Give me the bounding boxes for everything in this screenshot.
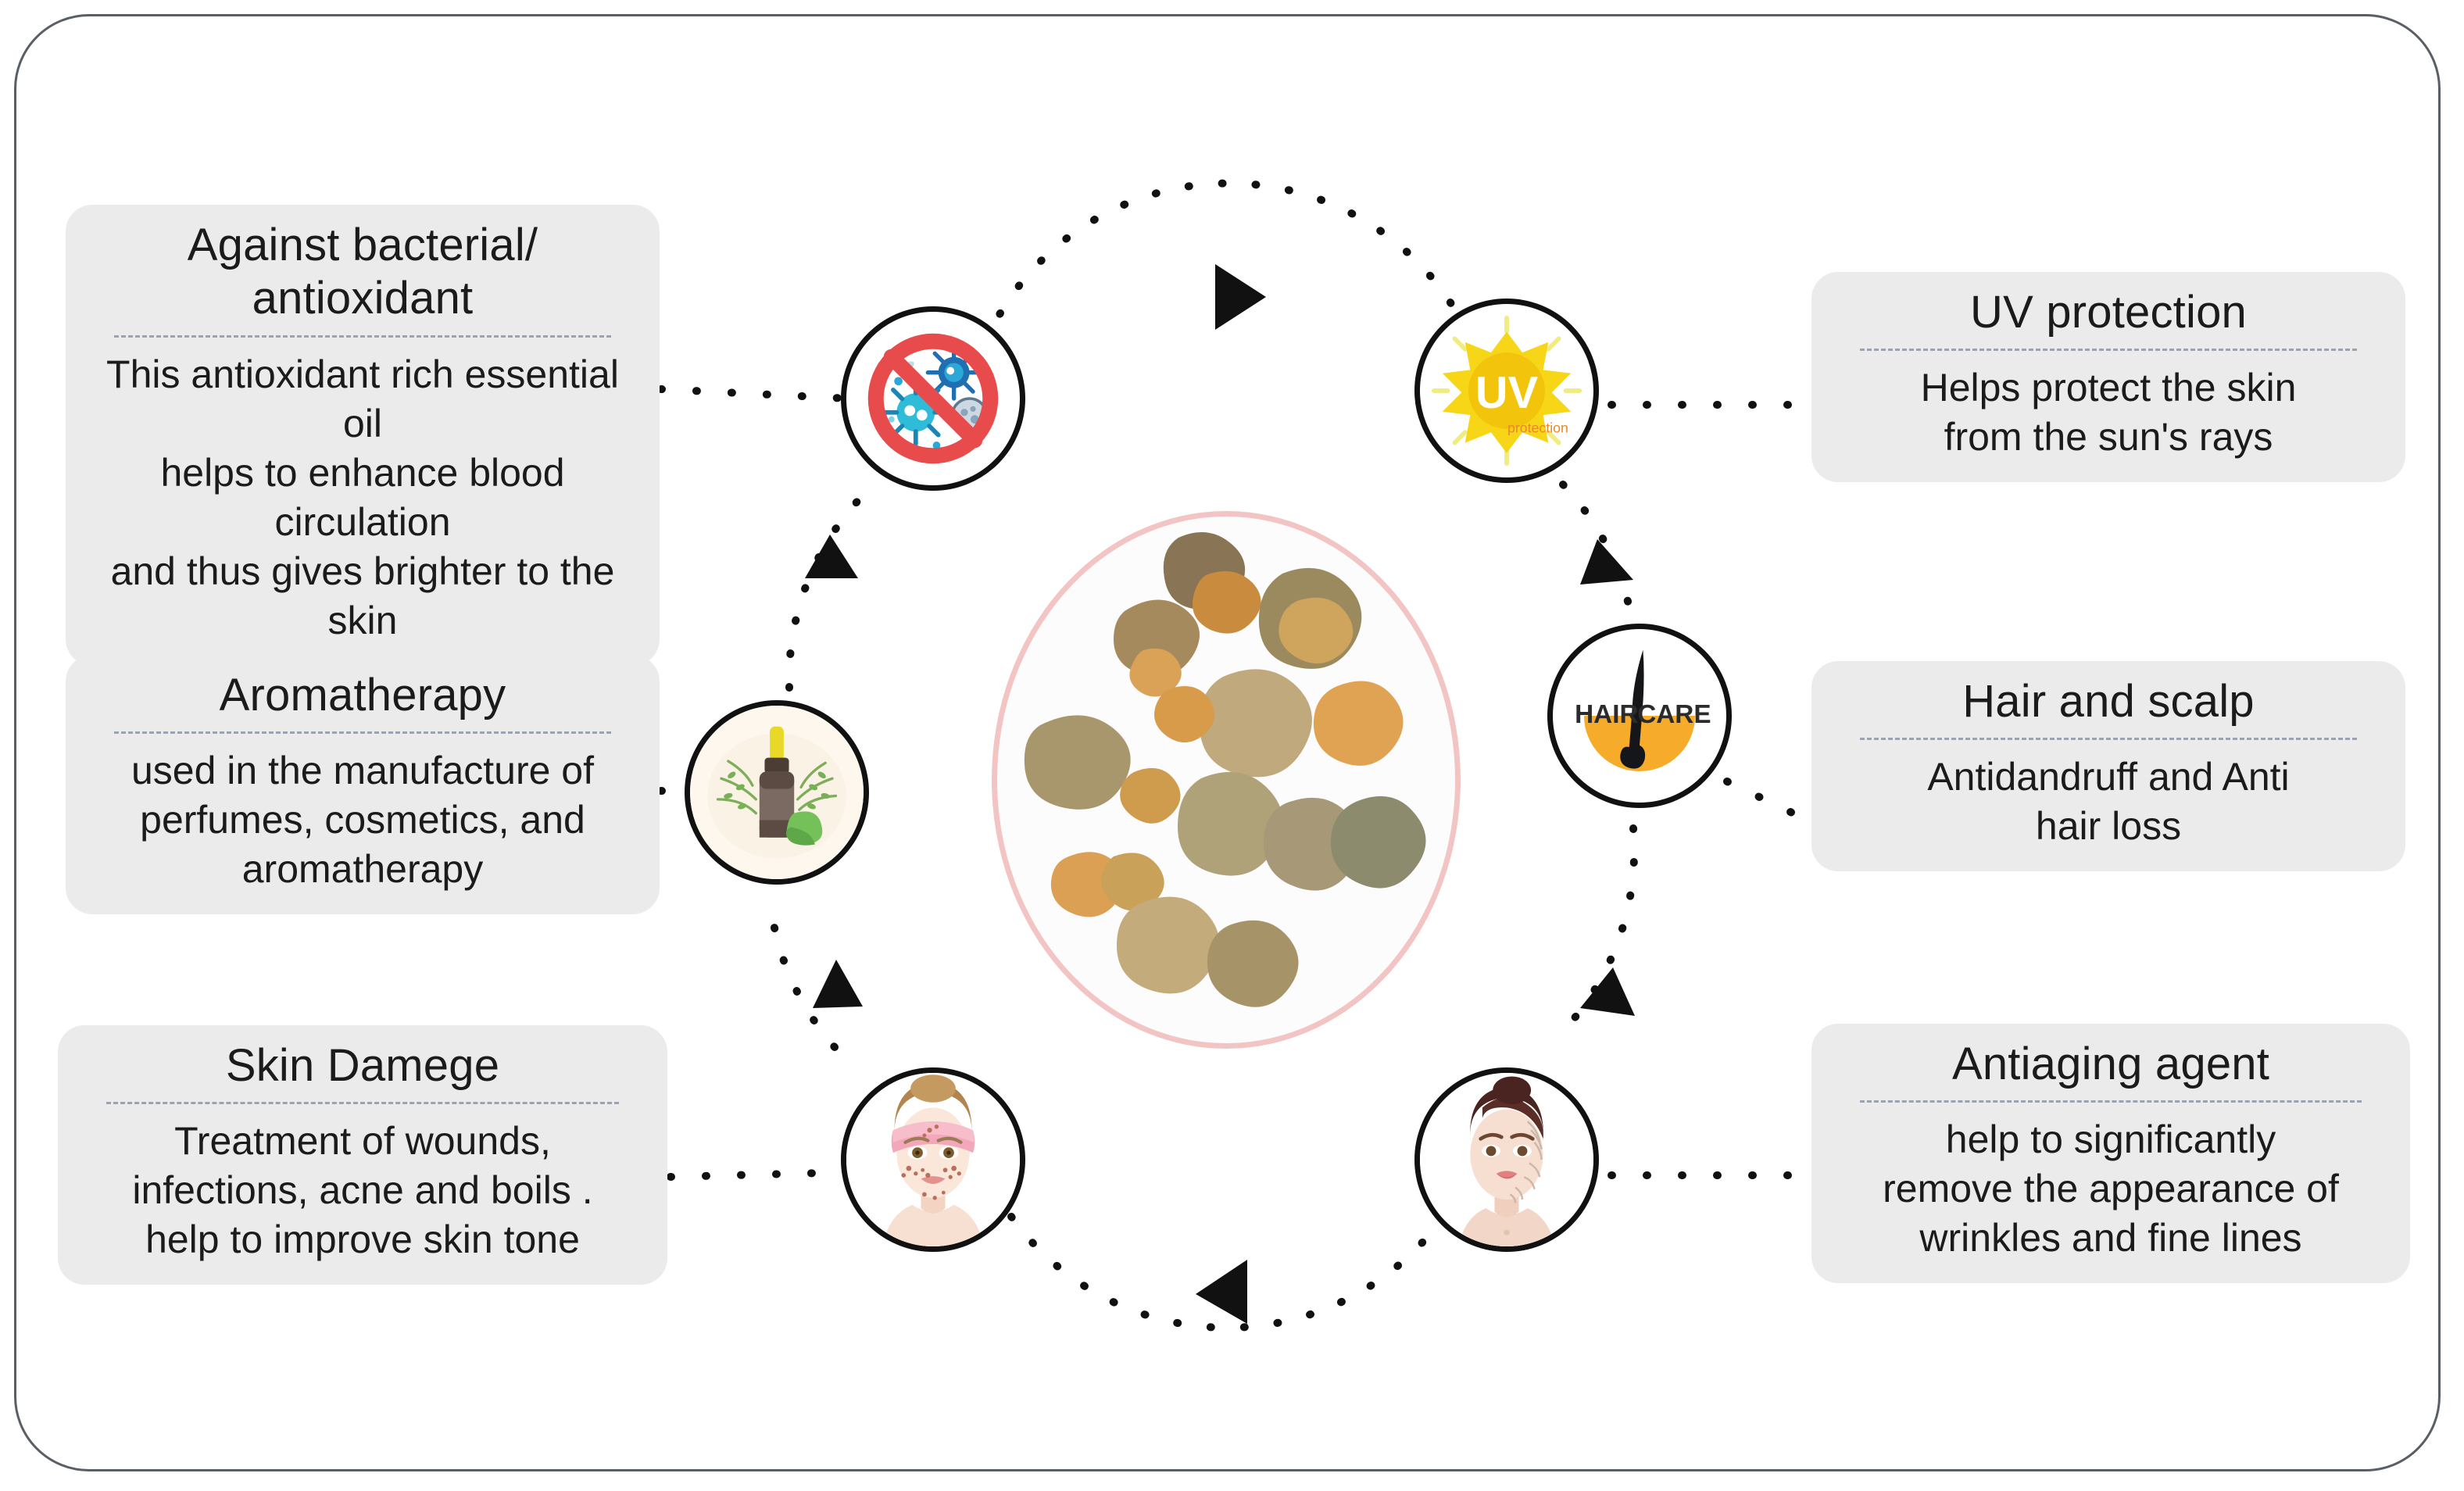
wrinkled-face-icon[interactable] (1414, 1067, 1599, 1252)
card-divider (106, 1102, 619, 1105)
essential-oil-bottle-icon[interactable] (685, 700, 869, 885)
dropper-bottle-glyph (690, 706, 864, 879)
hair-label: HAIR (1575, 700, 1638, 729)
card-body: Treatment of wounds, infections, acne an… (132, 1119, 593, 1262)
card-title: UV protection (1970, 287, 2247, 338)
card-divider (113, 731, 612, 735)
outer-frame-border (14, 14, 2441, 1471)
uv-sun-glyph: UV protection (1431, 315, 1582, 467)
hair-follicle-glyph: HAIR CARE (1575, 649, 1711, 772)
card-body: Helps protect the skin from the sun's ra… (1920, 366, 2297, 459)
card-antiaging-agent[interactable]: Antiaging agent help to significantly re… (1811, 1024, 2410, 1284)
card-title: Skin Damege (225, 1040, 500, 1091)
card-divider (1859, 1100, 2362, 1103)
uv-protection-sublabel: protection (1507, 420, 1568, 435)
acne-face-glyph (846, 1073, 1020, 1246)
card-body: used in the manufacture of perfumes, cos… (131, 749, 595, 892)
uv-label: UV (1475, 368, 1539, 418)
card-body: This antioxidant rich essential oil help… (106, 352, 619, 642)
center-myrrh-plate (971, 491, 1481, 1069)
uv-protection-icon[interactable]: UV protection (1414, 299, 1599, 483)
card-title: Aromatherapy (219, 670, 506, 720)
card-title: Hair and scalp (1962, 676, 2255, 727)
card-divider (1859, 349, 2358, 352)
care-label: CARE (1637, 700, 1711, 729)
card-divider (113, 334, 612, 338)
acne-face-icon[interactable] (841, 1067, 1025, 1252)
card-uv-protection[interactable]: UV protection Helps protect the skin fro… (1811, 272, 2405, 483)
card-title: Against bacterial/ antioxidant (187, 220, 538, 324)
card-title: Antiaging agent (1951, 1039, 2270, 1089)
myrrh-resin-chunks (1024, 531, 1426, 1007)
card-against-bacterial-antioxidant[interactable]: Against bacterial/ antioxidant This anti… (66, 205, 660, 666)
card-hair-and-scalp[interactable]: Hair and scalp Antidandruff and Anti hai… (1811, 661, 2405, 872)
no-bacteria-glyph (867, 333, 999, 464)
card-body: help to significantly remove the appeara… (1883, 1117, 2339, 1260)
no-bacteria-icon[interactable] (841, 306, 1025, 491)
card-aromatherapy[interactable]: Aromatherapy used in the manufacture of … (66, 655, 660, 915)
card-skin-damege[interactable]: Skin Damege Treatment of wounds, infecti… (58, 1025, 667, 1285)
card-body: Antidandruff and Anti hair loss (1927, 755, 2290, 849)
hair-care-icon[interactable]: HAIR CARE (1547, 624, 1732, 808)
card-divider (1859, 738, 2358, 741)
mature-face-glyph (1420, 1073, 1593, 1246)
